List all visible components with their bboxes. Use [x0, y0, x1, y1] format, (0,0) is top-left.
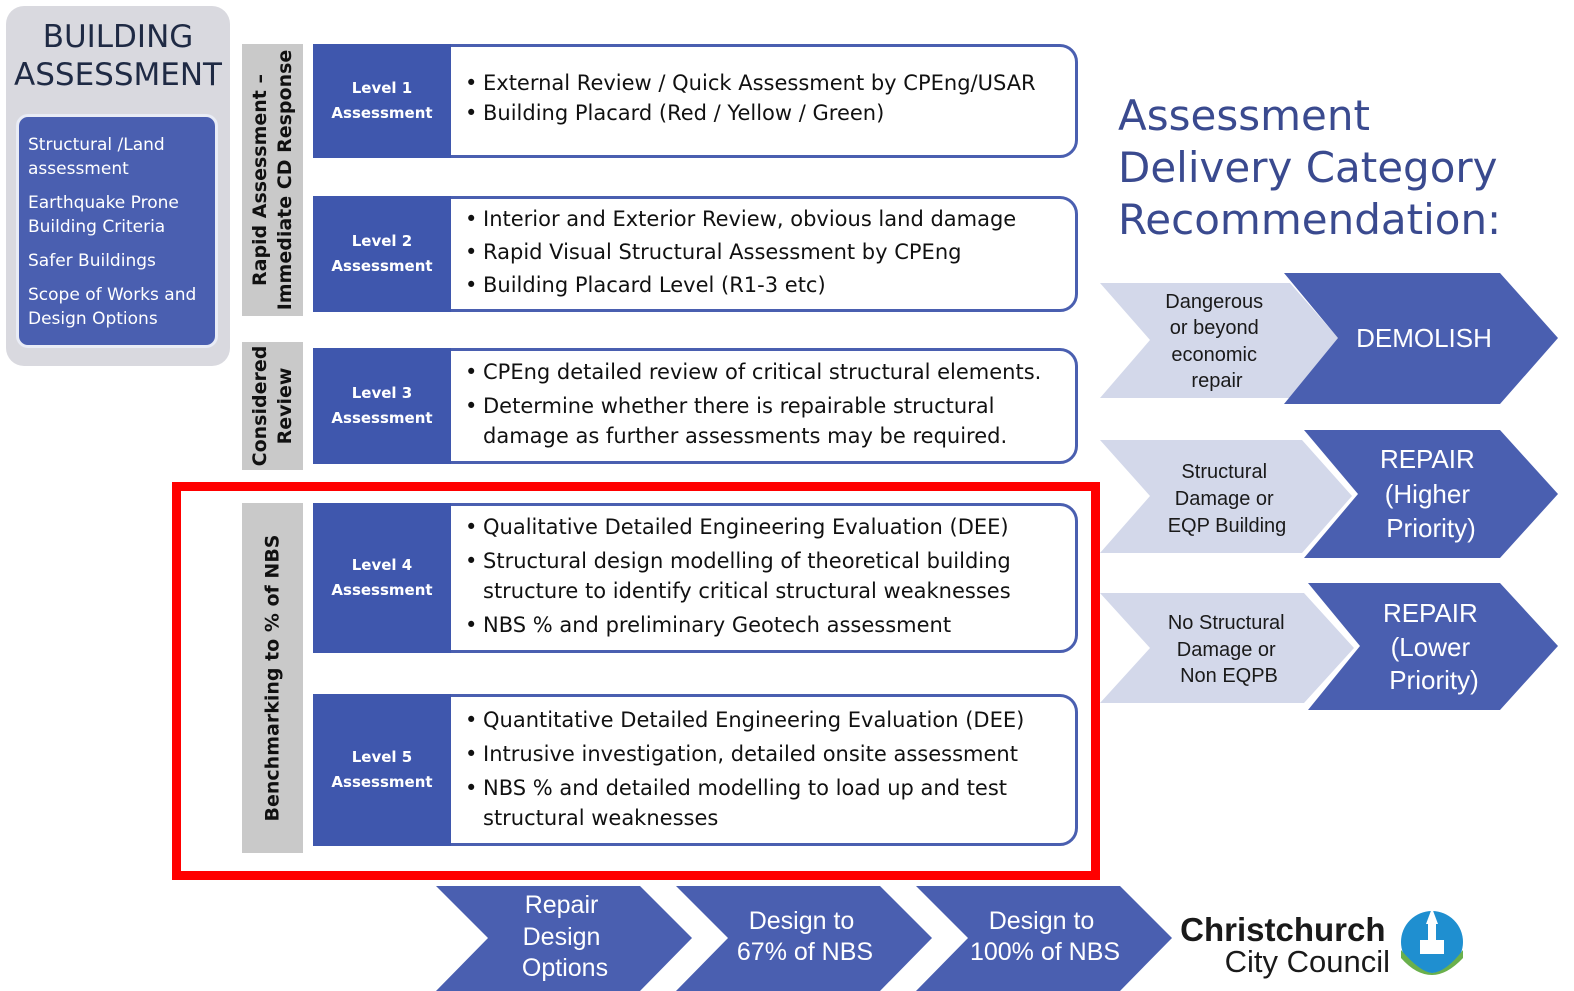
condition-text-no-structural-damage: No Structural Damage or Non EQPB [1168, 612, 1290, 687]
ba-item-structural: Structural /Land assessment [28, 135, 165, 179]
condition-text-dangerous: Dangerous or beyond economic repair [1165, 291, 1268, 392]
level-4-bullet: Qualitative Detailed Engineering Evaluat… [465, 512, 1035, 542]
action-chevron-repair-higher [1304, 430, 1558, 558]
building-assessment-title: BUILDING ASSESSMENT [6, 18, 230, 94]
recommendation-title-line-3: Recommendation: [1118, 195, 1502, 244]
level-4-bullet: NBS % and preliminary Geotech assessment [465, 610, 1035, 640]
level-4-bullet: Structural design modelling of theoretic… [465, 546, 1035, 606]
level-1-tag: Level 1 Assessment [313, 44, 451, 158]
highlight-box [172, 482, 1100, 880]
level-1-sub: Assessment [331, 104, 433, 122]
level-5-bullet: Intrusive investigation, detailed onsite… [465, 739, 1045, 769]
level-2-tag: Level 2 Assessment [313, 196, 451, 312]
level-4-tag: Level 4 Assessment [313, 503, 451, 653]
level-5-tag: Level 5 Assessment [313, 694, 451, 846]
level-4-name: Level 4 [351, 556, 413, 574]
level-4-bullets: Qualitative Detailed Engineering Evaluat… [465, 512, 1035, 640]
action-text-repair-lower: REPAIR (Lower Priority) [1383, 598, 1485, 695]
level-2-bullet: Rapid Visual Structural Assessment by CP… [465, 236, 1065, 269]
level-2-sub: Assessment [331, 257, 433, 275]
level-5-bullet: Quantitative Detailed Engineering Evalua… [465, 705, 1045, 735]
level-2-bullet: Interior and Exterior Review, obvious la… [465, 203, 1065, 236]
action-chevron-demolish [1284, 273, 1558, 404]
level-2-name: Level 2 [351, 232, 413, 250]
level-2-bullet: Building Placard Level (R1-3 etc) [465, 269, 1065, 302]
step-chevron-design-100 [916, 886, 1172, 991]
condition-chevron-dangerous [1100, 283, 1340, 398]
level-2-bullets: Interior and Exterior Review, obvious la… [465, 203, 1065, 302]
level-5-bullet: NBS % and detailed modelling to load up … [465, 773, 1045, 833]
title-line-2: ASSESSMENT [14, 57, 222, 93]
ba-item-safer-buildings: Safer Buildings [28, 251, 156, 271]
level-3-bullet: Determine whether there is repairable st… [465, 391, 1065, 451]
phase-benchmarking: Benchmarking to % of NBS [242, 503, 303, 853]
condition-text-structural-damage: Structural Damage or EQP Building [1168, 461, 1287, 537]
level-5-sub: Assessment [331, 773, 433, 791]
step-text-repair-design: Repair Design Options [522, 891, 608, 982]
action-text-repair-higher: REPAIR (Higher Priority) [1380, 444, 1482, 543]
condition-chevron-no-structural-damage [1100, 593, 1354, 703]
step-chevron-design-67 [676, 886, 932, 991]
title-line-1: BUILDING [42, 19, 194, 55]
action-text-demolish: DEMOLISH [1356, 323, 1492, 353]
level-3-bullets: CPEng detailed review of critical struct… [465, 357, 1065, 451]
recommendation-title-line-2: Delivery Category [1118, 143, 1498, 192]
level-1-name: Level 1 [351, 79, 413, 97]
ba-item-epb-criteria: Earthquake Prone Building Criteria [28, 193, 179, 237]
recommendation-title-line-1: Assessment [1118, 91, 1370, 140]
phase-considered-review: Considered Review [242, 342, 303, 470]
phase-rapid-assessment: Rapid Assessment – Immediate CD Response [242, 44, 303, 316]
ba-item-scope-of-works: Scope of Works and Design Options [28, 285, 197, 329]
condition-chevron-structural-damage [1100, 440, 1352, 553]
logo-text: Christchurch City Council [1180, 911, 1390, 979]
recommendation-title: Assessment Delivery Category Recommendat… [1118, 90, 1558, 246]
step-chevron-repair-design [436, 886, 692, 991]
level-1-bullet: External Review / Quick Assessment by CP… [465, 68, 1065, 98]
level-1-bullets: External Review / Quick Assessment by CP… [465, 68, 1065, 128]
step-text-design-100: Design to 100% of NBS [970, 907, 1120, 966]
level-5-bullets: Quantitative Detailed Engineering Evalua… [465, 705, 1045, 833]
logo-cathedral-icon [1401, 908, 1463, 975]
level-3-sub: Assessment [331, 409, 433, 427]
building-assessment-list: Structural /Land assessment Earthquake P… [16, 114, 218, 348]
action-chevron-repair-lower [1308, 583, 1558, 710]
level-4-sub: Assessment [331, 581, 433, 599]
level-3-bullet: CPEng detailed review of critical struct… [465, 357, 1065, 387]
level-1-bullet: Building Placard (Red / Yellow / Green) [465, 98, 1065, 128]
level-3-tag: Level 3 Assessment [313, 348, 451, 464]
level-5-name: Level 5 [351, 748, 413, 766]
level-3-name: Level 3 [351, 384, 413, 402]
step-text-design-67: Design to 67% of NBS [737, 907, 873, 966]
